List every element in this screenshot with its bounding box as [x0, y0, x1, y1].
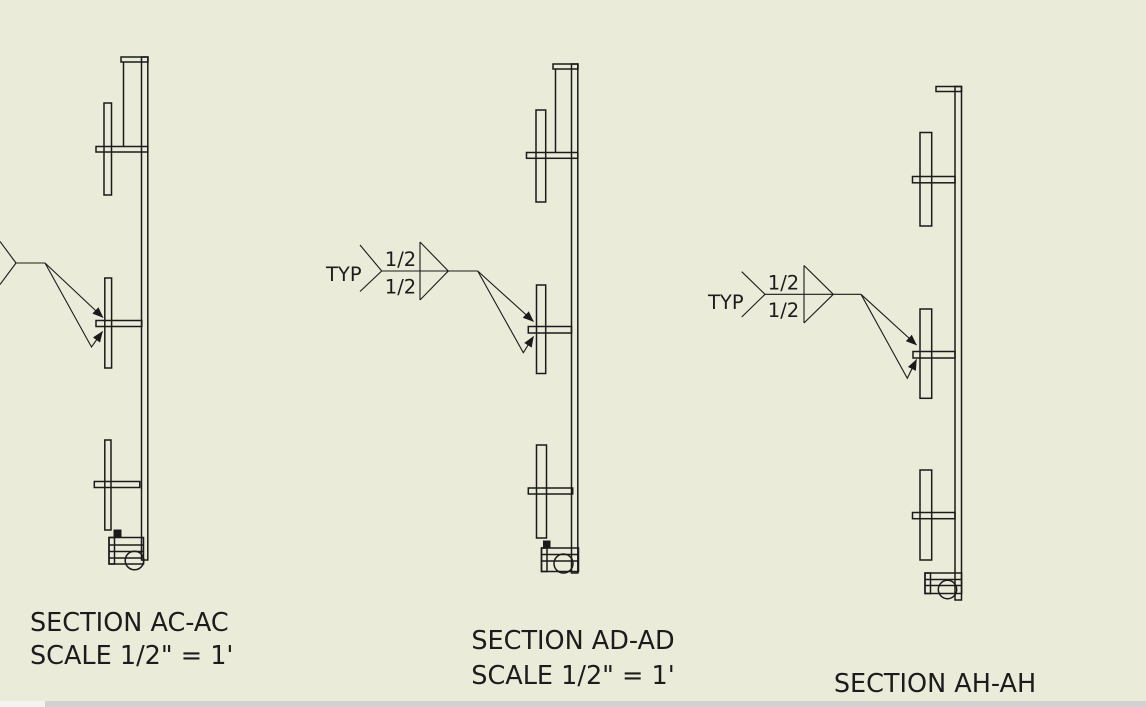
section-ac-scale: SCALE 1/2" = 1'	[30, 641, 233, 671]
weld-note-label: TYP	[325, 263, 362, 286]
weld-symbol: TYP 1/2 1/2	[707, 265, 917, 380]
bracket-upper	[525, 109, 579, 203]
scrollbar-corner	[0, 701, 45, 707]
weld-symbol: TYP 1/2 1/2	[325, 241, 534, 354]
bracket-middle	[527, 284, 573, 375]
section-ad-view: TYP 1/2 1/2	[325, 63, 580, 574]
weld-size-top: 1/2	[385, 248, 416, 271]
weld-leader-partial	[0, 241, 104, 349]
main-plate	[552, 63, 579, 574]
bracket-upper	[95, 102, 149, 196]
base-assembly	[108, 529, 145, 571]
bracket-middle	[912, 308, 956, 400]
weld-size-bottom: 1/2	[768, 299, 799, 322]
section-ac-view	[0, 56, 149, 571]
weld-size-bottom: 1/2	[385, 276, 416, 299]
bracket-lower	[527, 444, 574, 539]
base-assembly	[540, 540, 580, 574]
bracket-middle	[95, 277, 143, 369]
weld-note-label: TYP	[707, 291, 744, 314]
main-plate	[935, 85, 963, 601]
bracket-lower	[911, 469, 956, 561]
section-ac-title: SECTION AC-AC	[30, 608, 229, 638]
section-titles: SECTION AC-AC SCALE 1/2" = 1' SECTION AD…	[30, 608, 1036, 699]
main-plate	[120, 56, 149, 561]
section-ah-title: SECTION AH-AH	[834, 669, 1036, 699]
fillet-weld-triangle-icon	[803, 265, 834, 324]
section-ad-title: SECTION AD-AD	[471, 626, 674, 656]
fillet-weld-triangle-icon	[419, 241, 449, 301]
section-ad-scale: SCALE 1/2" = 1'	[471, 661, 674, 691]
base-assembly	[924, 572, 963, 600]
section-ah-view: TYP 1/2 1/2	[707, 85, 963, 601]
weld-size-top: 1/2	[768, 271, 799, 294]
bracket-upper	[911, 131, 956, 227]
horizontal-scrollbar[interactable]	[0, 701, 1146, 707]
bracket-lower	[93, 439, 141, 531]
